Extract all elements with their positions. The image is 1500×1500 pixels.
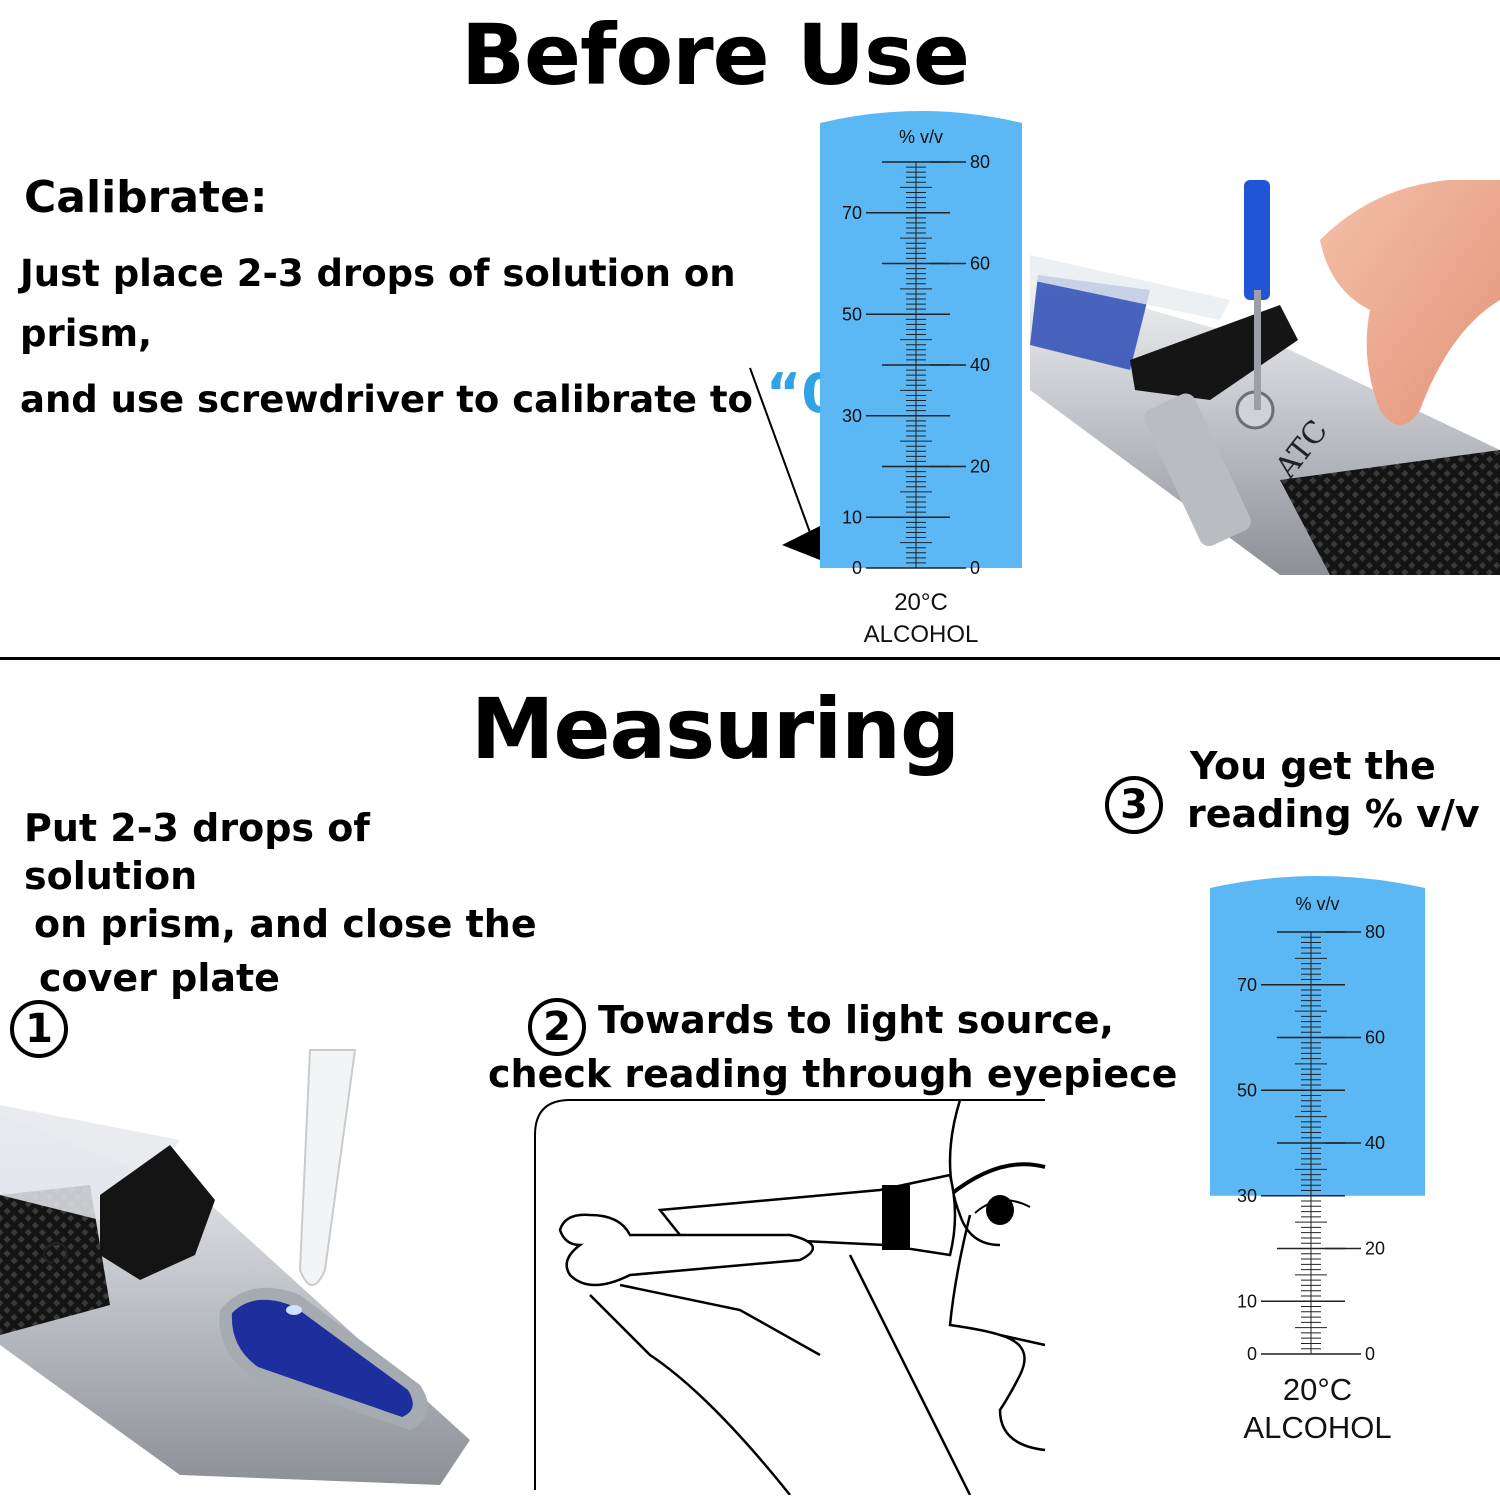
before-use-title: Before Use <box>460 6 970 104</box>
scale-right-label: 40 <box>1365 1133 1385 1153</box>
scale-left-label: 10 <box>842 507 862 527</box>
refractometer-pipette-photo: C <box>0 1045 480 1500</box>
calibrate-line-2: and use screwdriver to calibrate to “0” <box>20 364 874 430</box>
step-1-line-1: Put 2-3 drops of solution <box>24 806 370 898</box>
scale-left-label: 70 <box>1237 975 1257 995</box>
section-divider <box>0 657 1500 660</box>
scale-right-label: 60 <box>970 254 990 274</box>
scale-left-label: 30 <box>1237 1186 1257 1206</box>
calibrate-heading: Calibrate: <box>24 172 268 223</box>
step-2-number: 2 <box>528 998 586 1056</box>
step-2-line-1: Towards to light source, <box>598 998 1114 1042</box>
step-2-line-2: check reading through eyepiece <box>488 1052 1178 1096</box>
scale-right-label: 20 <box>1365 1239 1385 1259</box>
scale-left-label: 50 <box>842 304 862 324</box>
scale-type-label: ALCOHOL <box>864 621 979 648</box>
scale-left-label: 70 <box>842 203 862 223</box>
scale-left-label: 50 <box>1237 1080 1257 1100</box>
calibrate-line-2-text: and use screwdriver to calibrate to <box>20 378 753 421</box>
step-1-line-2: on prism, and close the <box>34 902 537 946</box>
refractometer-screwdriver-illustration: ATC <box>1030 180 1500 575</box>
scale-type-label: ALCOHOL <box>1243 1410 1391 1445</box>
calibration-arrow <box>749 367 822 560</box>
scale-left-label: 0 <box>852 558 862 578</box>
scale-right-label: 0 <box>1365 1344 1375 1364</box>
step-1-number: 1 <box>10 1000 68 1058</box>
scale-right-label: 20 <box>970 457 990 477</box>
calibrate-instructions: Just place 2-3 drops of solution on pris… <box>20 244 874 430</box>
scale-right-label: 80 <box>1365 922 1385 942</box>
scale-temperature-label: 20°C <box>1283 1372 1352 1407</box>
scale-temperature-label: 20°C <box>894 589 948 616</box>
scale-right-label: 80 <box>970 152 990 172</box>
step-1-line-3: cover plate <box>39 956 280 1000</box>
scale-right-label: 60 <box>1365 1028 1385 1048</box>
scale-right-label: 0 <box>970 558 980 578</box>
calibrate-line-1: Just place 2-3 drops of solution on pris… <box>20 252 736 355</box>
scale-unit-label: % v/v <box>1295 894 1339 914</box>
scale-left-label: 30 <box>842 406 862 426</box>
scale-left-label: 0 <box>1247 1344 1257 1364</box>
scale-unit-label: % v/v <box>899 127 943 147</box>
step-1-instructions: Put 2-3 drops of solution on prism, and … <box>24 804 544 1002</box>
refractometer-calibration-photo: ATC <box>1030 180 1500 575</box>
refractometer-pipette-illustration: C <box>0 1049 470 1485</box>
scale-left-label: 10 <box>1237 1291 1257 1311</box>
step-3-number: 3 <box>1105 776 1163 834</box>
scale-right-label: 40 <box>970 355 990 375</box>
step-3-line-2: reading % v/v <box>1187 792 1480 836</box>
measuring-title: Measuring <box>470 680 960 778</box>
step-3-line-1: You get the <box>1190 744 1436 788</box>
eyepiece-viewing-illustration <box>534 1099 1046 1495</box>
scale-shaded-area <box>1210 876 1425 1196</box>
